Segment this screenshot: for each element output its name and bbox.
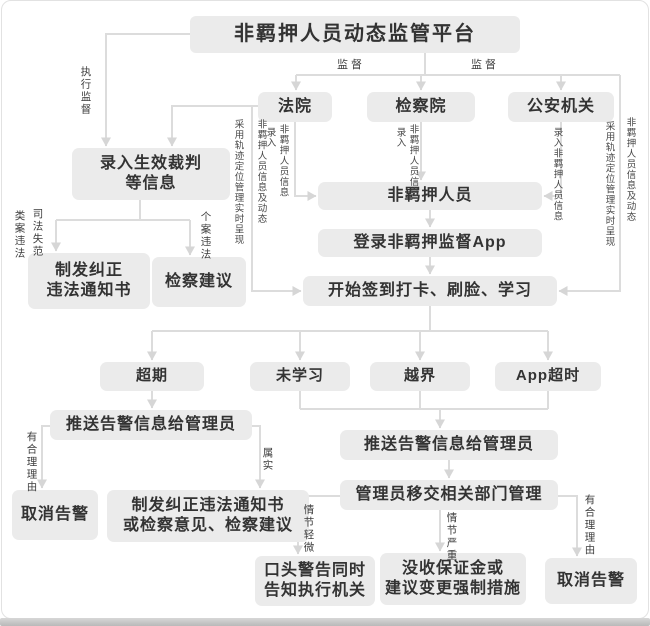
edge-push-left-to-notice [252,425,265,489]
node-enter-judgment: 录入生效裁判 等信息 [72,148,230,200]
node-not-studied: 未学习 [250,362,350,391]
label-left-track: 采用轨迹定位管理实时呈现 [232,119,244,245]
label-left-info: 非羁押人员信息及动态 [255,119,267,224]
node-issue-notice: 制发纠正 违法通知书 [28,253,150,309]
node-transfer-admin: 管理员移交相关部门管理 [340,480,558,510]
edge-transfer-to-cancel-right [558,495,582,557]
edge-court-to-enter-judgment [167,105,258,147]
label-supervise-left: 监督 [337,58,365,71]
label-police-entry: 录入非羁押人员信息 [551,127,563,222]
node-platform-title: 非羁押人员动态监管平台 [190,16,520,53]
edge-merge-rail [299,391,549,410]
label-proc-entry: 录入 [394,127,406,148]
label-supervise-right: 监督 [471,58,499,71]
node-police: 公安机关 [508,92,614,122]
label-right-info: 非羁押人员信息及动态 [624,117,636,222]
label-class-case-violation: 类案违法 [13,210,26,260]
label-verified: 属实 [261,447,274,472]
connectors [37,33,621,557]
node-confiscate: 没收保证金或 建议变更强制措施 [380,553,526,605]
node-verbal-warning: 口头警告同时 告知执行机关 [255,556,375,606]
edge-start-split-rail [152,306,548,332]
label-proc-entry-info: 非羁押人员信息 [407,124,419,198]
node-advice: 检察建议 [152,257,246,307]
page-bottom-edge [0,618,650,626]
node-non-detained: 非羁押人员 [318,182,542,210]
node-push-alert-right: 推送告警信息给管理员 [340,430,558,460]
node-start-checkin: 开始签到打卡、刷脸、学习 [303,276,557,306]
edge-enter-judgment-split [56,200,190,221]
node-push-alert-left: 推送告警信息给管理员 [50,410,252,440]
label-severe: 情节严重 [445,512,458,562]
node-notice-or-advice: 制发纠正违法通知书 或检察意见、检察建议 [107,490,309,542]
edge-right-feedback-to-start [558,75,621,296]
label-enforcement-supervision: 执行监督 [79,66,92,116]
node-login-app: 登录非羁押监督App [318,229,542,257]
label-minor: 情节轻微 [302,504,315,554]
label-court-entry: 录入 [264,127,276,148]
node-court: 法院 [258,92,332,122]
label-court-entry-info: 非羁押人员信息 [277,124,289,198]
node-cross-border: 越界 [370,362,470,391]
edge-court-to-nondetained [294,122,317,201]
label-individual-case-violation: 个案违法 [199,211,212,261]
node-procuratorate: 检察院 [367,92,475,122]
node-app-timeout: App超时 [495,362,601,391]
edge-left-feedback-to-start [251,106,302,296]
label-right-track: 采用轨迹定位管理实时呈现 [603,121,615,247]
label-reasonable-right: 有合理理由 [583,494,596,557]
node-cancel-alert-left: 取消告警 [12,490,98,540]
edge-push-left-to-cancel [37,425,50,489]
label-reasonable-left: 有合理理由 [25,431,38,494]
edge-police-to-nondetained [543,122,562,201]
node-overdue: 超期 [100,362,204,391]
node-cancel-alert-right: 取消告警 [545,558,637,604]
edge-title-to-enter-judgment [101,33,190,147]
label-judicial-misconduct: 司法失范 [31,208,44,258]
